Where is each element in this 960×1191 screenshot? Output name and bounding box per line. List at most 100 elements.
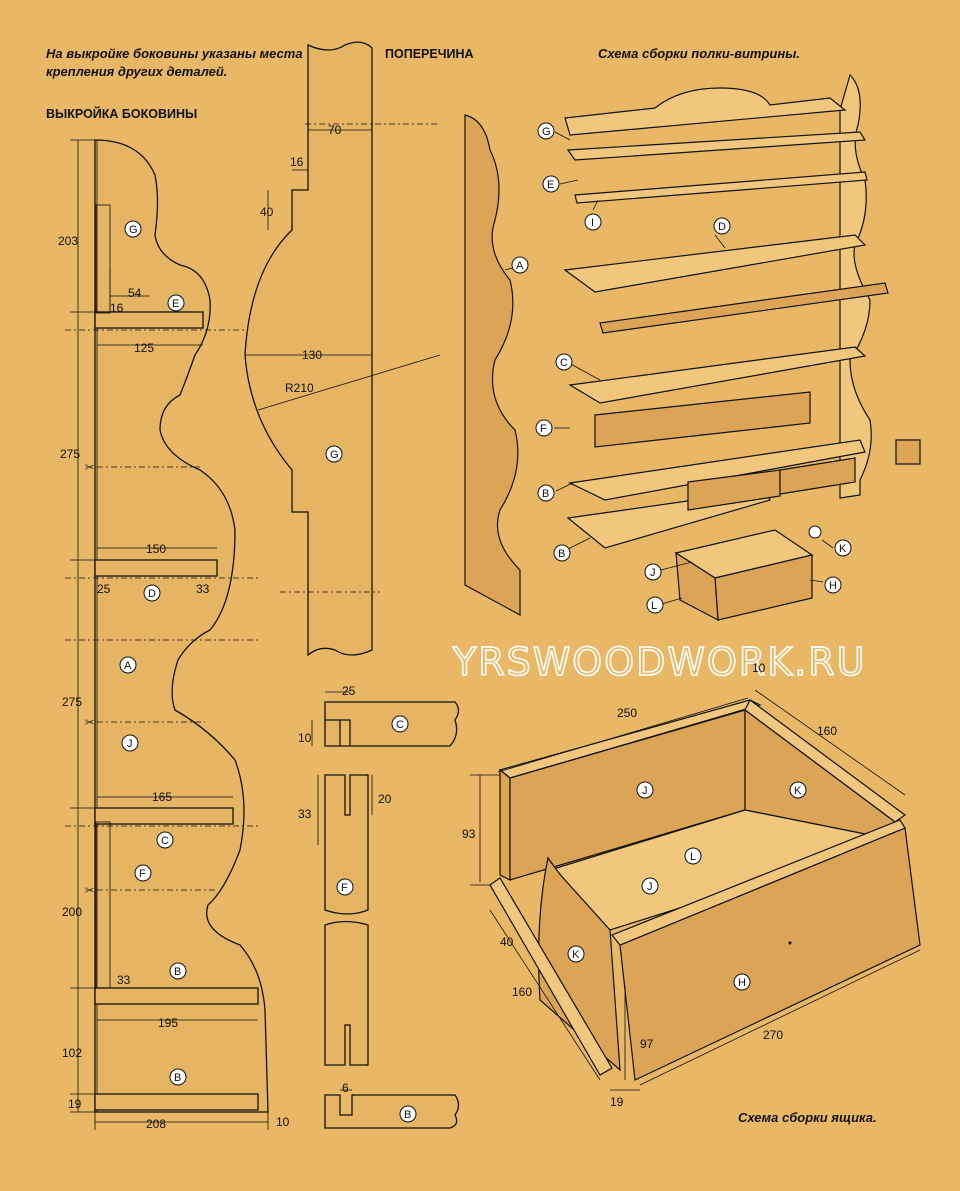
side-pattern: ✂ ✂ ✂ 203 54 16 125 275 150 25 33 275 16… — [58, 139, 290, 1131]
label-b-lower: B — [174, 1072, 181, 1084]
drawer-assembly-diagram: 250 160 10 93 40 160 97 19 270 J K L J K… — [462, 661, 921, 1109]
svg-text:✂: ✂ — [85, 717, 94, 729]
shelf-label-i: I — [591, 217, 594, 229]
note-line-2: крепления других деталей. — [46, 64, 227, 79]
label-e: E — [172, 298, 179, 310]
shelf-label-f: F — [540, 423, 547, 435]
drawer-dim-19: 19 — [610, 1095, 624, 1109]
dim-70: 70 — [328, 123, 342, 137]
detail-profiles: 25 10 C 33 20 F 6 B — [298, 684, 460, 1129]
shelf-c — [568, 346, 867, 404]
shelf-d — [563, 234, 867, 293]
rod-i — [599, 282, 889, 334]
dim-275-lower: 275 — [62, 695, 82, 709]
dim-16-side: 16 — [110, 301, 124, 315]
profile-f-lower — [324, 920, 369, 1066]
dim-10-profile: 10 — [298, 731, 312, 745]
label-c: C — [161, 835, 169, 847]
crossbar-title: ПОПЕРЕЧИНА — [385, 47, 474, 61]
detail-label-b: B — [404, 1109, 411, 1121]
shelf-label-l: L — [651, 600, 657, 612]
drawer-dim-40: 40 — [500, 935, 514, 949]
dim-25-profile: 25 — [342, 684, 356, 698]
drawer-box-side — [675, 551, 719, 622]
svg-text:✂: ✂ — [85, 462, 94, 474]
label-d: D — [148, 588, 156, 600]
shelf-label-h: H — [829, 580, 837, 592]
dim-19-side: 19 — [68, 1097, 82, 1111]
drawer-dim-93: 93 — [462, 827, 476, 841]
drawer-label-j-front: J — [647, 881, 653, 893]
drawer-part-labels: J K L J K H — [567, 781, 807, 991]
shelf-label-e: E — [547, 179, 554, 191]
side-panel-a — [464, 114, 521, 617]
label-f: F — [139, 868, 146, 880]
dim-195: 195 — [158, 1016, 178, 1030]
shelf-label-d: D — [718, 221, 726, 233]
groove-e — [94, 311, 204, 329]
drawer-dim-10: 10 — [752, 661, 766, 675]
knob-plate — [895, 439, 921, 465]
profile-f-upper — [324, 774, 369, 915]
profile-b — [324, 1094, 460, 1129]
shelf-part-labels: G E I D A C F B B J K H L — [511, 122, 852, 614]
svg-text:✂: ✂ — [85, 885, 94, 897]
drawer-label-j-back: J — [642, 785, 648, 797]
compartment-f — [594, 391, 811, 448]
dim-33-lower: 33 — [117, 973, 131, 987]
side-pattern-title: ВЫКРОЙКА БОКОВИНЫ — [46, 106, 197, 121]
label-a: A — [124, 660, 132, 672]
drawer-label-l: L — [690, 851, 696, 863]
dim-16-crossbar: 16 — [290, 155, 304, 169]
drawer-label-k-far: K — [794, 785, 802, 797]
shelf-b-upper — [567, 439, 866, 501]
shelf-g — [566, 131, 867, 161]
dim-40: 40 — [260, 205, 274, 219]
watermark: YRSWOODWORK.RU — [452, 640, 867, 684]
note-line-1: На выкройке боковины указаны места — [46, 46, 303, 61]
drawer-label-h: H — [738, 977, 746, 989]
dim-10-side: 10 — [276, 1115, 290, 1129]
label-g: G — [129, 224, 138, 236]
drawer-dim-160-top: 160 — [817, 724, 837, 738]
groove-b1 — [94, 987, 259, 1005]
shelf-assembly-diagram: G E I D A C F B B J K H L — [464, 73, 921, 622]
dim-54: 54 — [128, 286, 142, 300]
groove-b2 — [94, 1093, 259, 1111]
dim-102: 102 — [62, 1046, 82, 1060]
dim-200: 200 — [62, 905, 82, 919]
detail-label-c: C — [396, 719, 404, 731]
dim-6-profile: 6 — [342, 1081, 349, 1095]
drawer-assembly-title: Схема сборки ящика. — [738, 1110, 877, 1125]
dim-275-upper: 275 — [60, 447, 80, 461]
dim-33-upper: 33 — [196, 582, 210, 596]
groove-d — [94, 559, 218, 577]
shelf-label-b-upper: B — [542, 488, 549, 500]
label-j: J — [127, 738, 133, 750]
groove-c — [94, 807, 234, 825]
drawer-dim-270: 270 — [763, 1028, 783, 1042]
dim-125: 125 — [134, 341, 154, 355]
crossbar-label-g: G — [330, 449, 339, 461]
drawer-floor-edge — [489, 877, 613, 1076]
dim-150: 150 — [146, 542, 166, 556]
shelf-label-g: G — [542, 126, 551, 138]
shelf-label-j: J — [650, 567, 656, 579]
dim-130: 130 — [302, 348, 322, 362]
drawer-back-panel — [499, 768, 511, 881]
drawer-label-k-near: K — [572, 949, 580, 961]
drawer-dim-250: 250 — [617, 706, 637, 720]
dim-33-profile: 33 — [298, 807, 312, 821]
shelf-label-b-lower: B — [558, 548, 565, 560]
crossbar-pattern: 70 16 40 130 R210 G — [244, 41, 441, 657]
dim-165: 165 — [152, 790, 172, 804]
shelf-label-k: K — [839, 543, 847, 555]
dim-203: 203 — [58, 234, 78, 248]
crossbar-outline — [244, 41, 373, 657]
dim-r210: R210 — [285, 381, 314, 395]
drawer-dim-97: 97 — [640, 1037, 654, 1051]
shelf-label-a: A — [516, 260, 524, 272]
label-b-upper: B — [174, 966, 181, 978]
drawer-side-k-near — [538, 856, 621, 1072]
